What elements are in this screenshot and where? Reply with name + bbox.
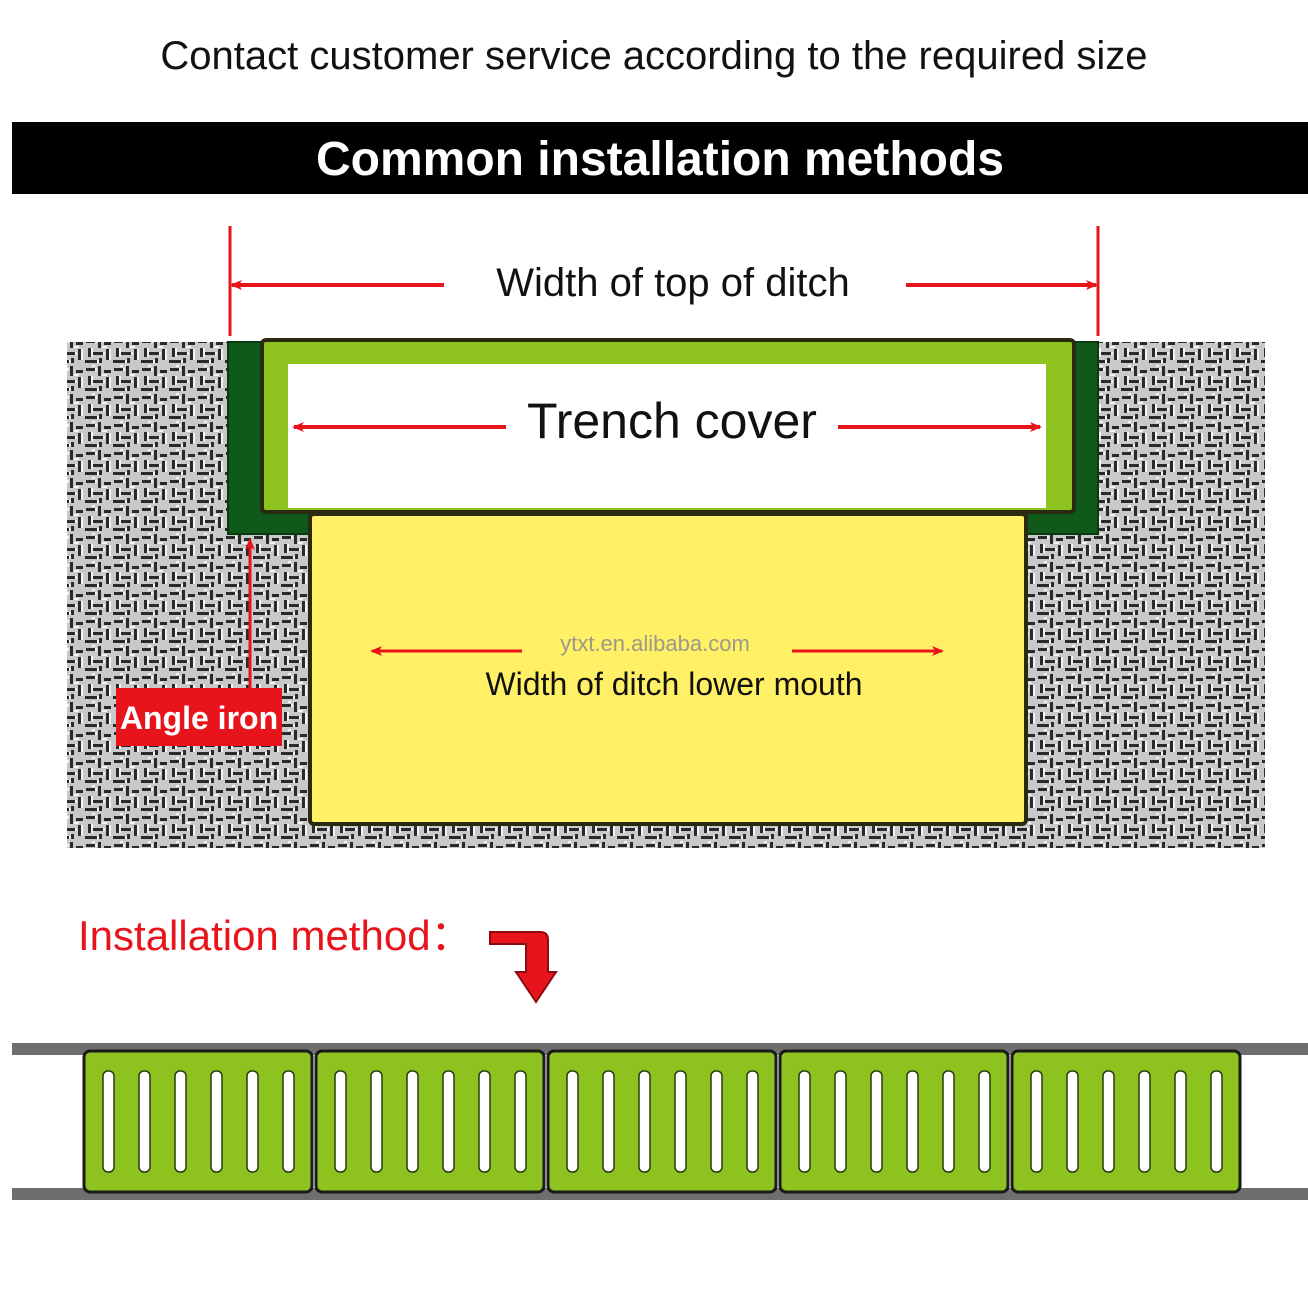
grate-slot [1174,1070,1187,1173]
grate-4 [778,1049,1010,1194]
angle-iron-label: Angle iron [116,688,282,746]
grate-slot [282,1070,295,1173]
grate-slot [138,1070,151,1173]
grate-slot [478,1070,491,1173]
grate-slot [1102,1070,1115,1173]
grate-slot [174,1070,187,1173]
grate-slot [746,1070,759,1173]
grate-slot [566,1070,579,1173]
grate-slot [442,1070,455,1173]
grate-5 [1010,1049,1242,1194]
installation-method-label: Installation method： [78,912,473,959]
grate-slot [1138,1070,1151,1173]
grate-slot [906,1070,919,1173]
grate-slot [674,1070,687,1173]
grate-3 [546,1049,778,1194]
grate-slot [978,1070,991,1173]
grate-slot [1066,1070,1079,1173]
grate-row [82,1049,1242,1194]
grate-1 [82,1049,314,1194]
section-banner: Common installation methods [12,122,1308,194]
grate-slot [870,1070,883,1173]
subtitle: Contact customer service according to th… [160,34,1148,78]
watermark: ytxt.en.alibaba.com [560,631,750,656]
grate-slot [334,1070,347,1173]
grate-slot [942,1070,955,1173]
grate-slot [1210,1070,1223,1173]
grate-slot [210,1070,223,1173]
trench-cover-label: Trench cover [512,393,832,449]
grate-slot [102,1070,115,1173]
grate-slot [834,1070,847,1173]
grate-slot [710,1070,723,1173]
grate-slot [638,1070,651,1173]
grate-slot [246,1070,259,1173]
grate-slot [798,1070,811,1173]
grate-slot [1030,1070,1043,1173]
grate-slot [370,1070,383,1173]
grate-slot [406,1070,419,1173]
lower-width-label: Width of ditch lower mouth [485,666,863,702]
grate-slot [514,1070,527,1173]
installation-arrow [489,931,558,1004]
grate-slot [602,1070,615,1173]
grate-2 [314,1049,546,1194]
top-width-label: Width of top of ditch [448,258,898,308]
